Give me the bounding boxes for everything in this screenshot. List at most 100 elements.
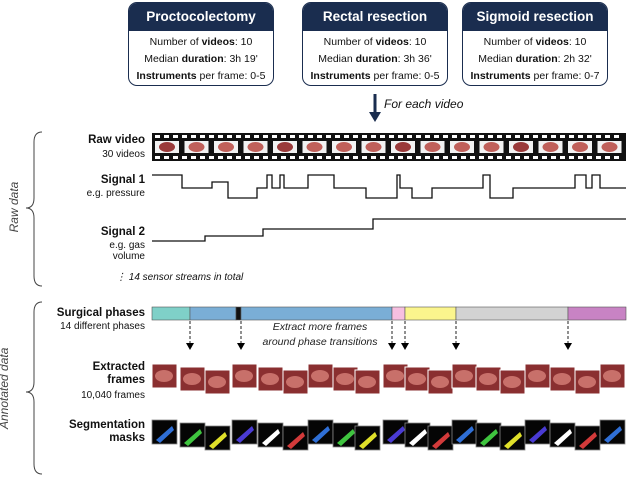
- phase-segment: [404, 306, 457, 321]
- mask-shape: [262, 429, 280, 446]
- segmentation-masks-row: [151, 419, 626, 451]
- extract-note-line1: Extract more frames: [273, 321, 368, 333]
- sprocket-hole: [353, 156, 358, 159]
- mask-thumb: [499, 425, 526, 451]
- mask-thumb: [151, 419, 178, 445]
- sprocket-hole: [209, 156, 214, 159]
- sprocket-hole: [326, 135, 331, 138]
- card-duration: Median duration: 3h 36': [318, 53, 432, 65]
- sprocket-hole: [488, 156, 493, 159]
- sprocket-hole: [389, 135, 394, 138]
- frame-thumb-content: [408, 373, 426, 385]
- phase-segment: [567, 306, 627, 321]
- frame-thumb-content: [208, 376, 226, 388]
- sprocket-hole: [497, 135, 502, 138]
- mask-shape: [409, 429, 427, 446]
- sprocket-hole: [569, 156, 574, 159]
- dashed-arrow-head: [564, 343, 572, 350]
- mask-shape: [287, 432, 305, 449]
- sprocket-hole: [191, 156, 196, 159]
- card-duration: Median duration: 3h 19': [144, 53, 258, 65]
- mask-shape: [480, 429, 498, 446]
- signal2-line: [152, 218, 626, 242]
- mask-thumb: [404, 422, 431, 448]
- sprocket-hole: [272, 156, 277, 159]
- sprocket-hole: [227, 156, 232, 159]
- frame-thumb-content: [455, 370, 473, 382]
- sprocket-hole: [236, 156, 241, 159]
- mask-thumb: [599, 419, 626, 445]
- frame-thumb-content: [261, 373, 279, 385]
- sprocket-hole: [263, 156, 268, 159]
- sprocket-hole: [533, 156, 538, 159]
- mask-thumb: [307, 419, 334, 445]
- mask-thumb: [427, 425, 454, 451]
- frame-thumb-content: [479, 373, 497, 385]
- mask-shape: [579, 432, 597, 449]
- film-frame-content: [483, 142, 500, 152]
- card-title: Rectal resection: [303, 3, 447, 31]
- sprocket-hole: [209, 135, 214, 138]
- extract-note-line2: around phase transitions: [263, 336, 379, 348]
- card-videos: Number of videos: 10: [149, 36, 253, 48]
- sprocket-hole: [551, 135, 556, 138]
- mask-thumb: [451, 419, 478, 445]
- sprocket-hole: [191, 135, 196, 138]
- sprocket-hole: [479, 156, 484, 159]
- sprocket-hole: [452, 156, 457, 159]
- card-title: Sigmoid resection: [463, 3, 607, 31]
- card-duration: Median duration: 2h 32': [478, 53, 592, 65]
- frame-thumb-content: [286, 376, 304, 388]
- sprocket-hole: [560, 156, 565, 159]
- sprocket-hole: [227, 135, 232, 138]
- frame-thumb-content: [553, 373, 571, 385]
- signal1-line: [152, 174, 626, 199]
- sprocket-hole: [380, 156, 385, 159]
- sprocket-hole: [488, 135, 493, 138]
- surgical-phases-bar: [151, 306, 627, 321]
- mask-thumb: [475, 422, 502, 448]
- mask-thumb: [179, 422, 206, 448]
- sprocket-hole: [308, 156, 313, 159]
- sprocket-hole: [344, 156, 349, 159]
- mask-thumb: [231, 419, 258, 445]
- film-frame-content: [424, 142, 441, 152]
- sprocket-hole: [614, 156, 619, 159]
- sprocket-hole: [569, 135, 574, 138]
- phase-segment: [240, 306, 393, 321]
- sprocket-hole: [434, 135, 439, 138]
- card-videos: Number of videos: 10: [483, 36, 587, 48]
- sprocket-hole: [497, 156, 502, 159]
- sprocket-hole: [443, 135, 448, 138]
- sprocket-hole: [254, 135, 259, 138]
- mask-shape: [504, 432, 522, 449]
- sprocket-hole: [254, 156, 259, 159]
- down-arrow-icon: [369, 94, 381, 122]
- card-instruments: Instruments per frame: 0-5: [136, 70, 266, 82]
- sprocket-hole: [335, 135, 340, 138]
- sprocket-hole: [605, 156, 610, 159]
- sprocket-hole: [281, 156, 286, 159]
- frame-thumb-content: [431, 376, 449, 388]
- film-frame-content: [218, 142, 234, 152]
- for-each-video-text: For each video: [384, 97, 464, 111]
- film-frame-content: [365, 142, 382, 152]
- film-frame-content: [336, 142, 352, 152]
- frame-thumb-content: [358, 376, 376, 388]
- sprocket-hole: [425, 135, 430, 138]
- dashed-arrow-head: [452, 343, 460, 350]
- phase-transition-arrows: [186, 321, 572, 350]
- sprocket-hole: [416, 135, 421, 138]
- frame-thumb-content: [183, 373, 201, 385]
- film-frame-content: [572, 142, 588, 152]
- mask-shape: [456, 426, 474, 443]
- surgical-phases-sub: 14 different phases: [60, 321, 145, 332]
- sprocket-hole: [272, 135, 277, 138]
- sprocket-hole: [605, 135, 610, 138]
- film-frame-content: [188, 142, 205, 152]
- sprocket-hole: [371, 135, 376, 138]
- film-frame-content: [247, 142, 264, 152]
- film-frame-content: [306, 142, 323, 152]
- signal1-sub: e.g. pressure: [86, 188, 145, 199]
